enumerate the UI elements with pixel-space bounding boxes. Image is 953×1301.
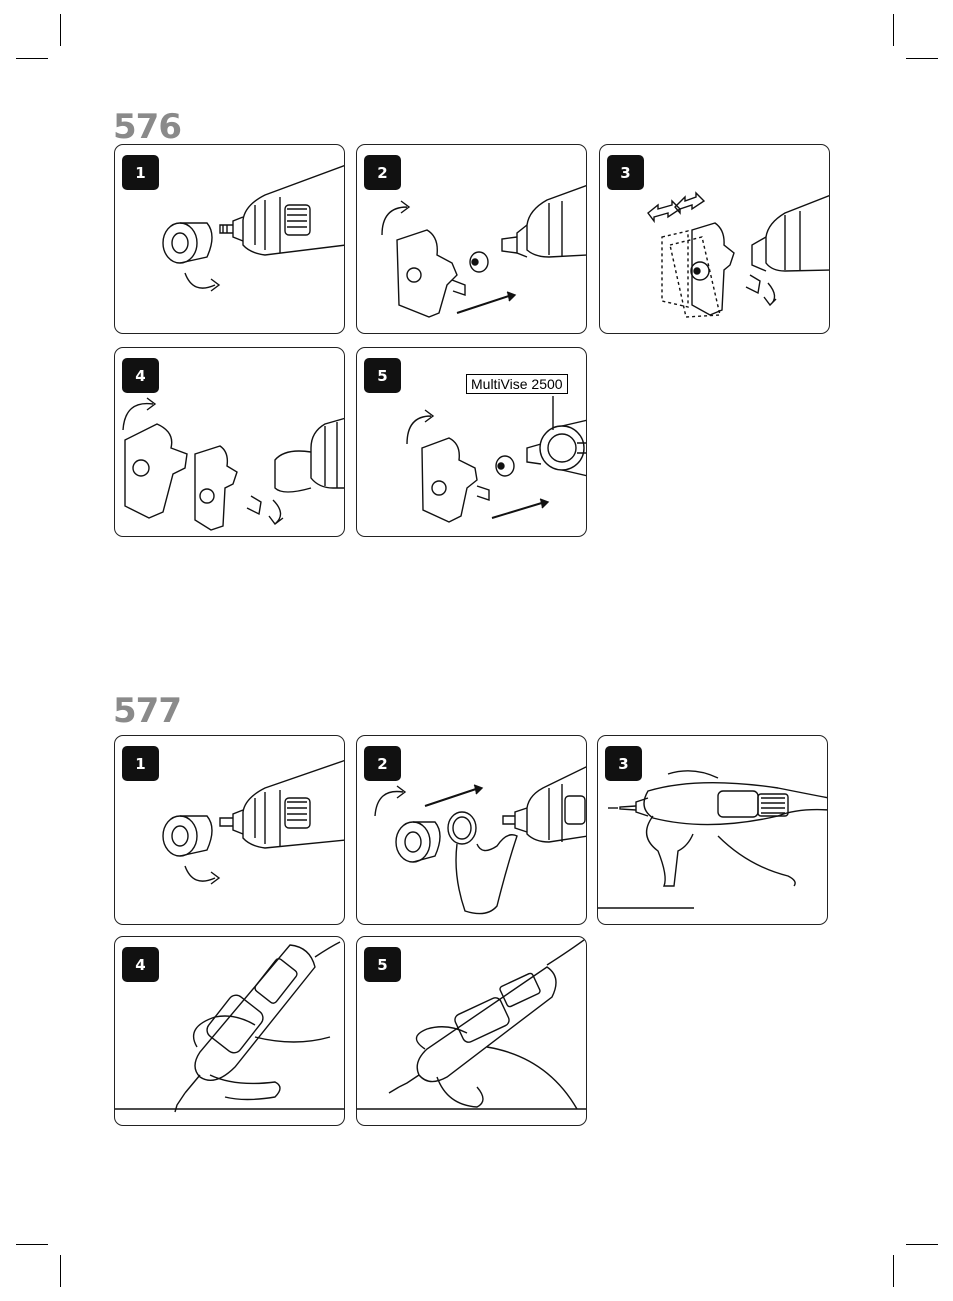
crop-mark — [60, 14, 61, 46]
step-badge: 4 — [122, 358, 159, 393]
step-panel-577-1: 1 — [114, 735, 345, 925]
crop-mark — [16, 1244, 48, 1245]
step-badge: 2 — [364, 746, 401, 781]
product-label: MultiVise 2500 — [466, 374, 568, 394]
step-badge: 2 — [364, 155, 401, 190]
step-badge: 5 — [364, 358, 401, 393]
crop-mark — [16, 58, 48, 59]
step-panel-577-2: 2 — [356, 735, 587, 925]
step-panel-576-1: 1 — [114, 144, 345, 334]
crop-mark — [60, 1255, 61, 1287]
section-title-577: 577 — [113, 694, 181, 728]
step-panel-577-4: 4 — [114, 936, 345, 1126]
step-panel-576-4: 4 — [114, 347, 345, 537]
step-panel-577-5: 5 — [356, 936, 587, 1126]
step-badge: 3 — [605, 746, 642, 781]
step-panel-576-5: 5 MultiVise 2500 — [356, 347, 587, 537]
crop-mark — [906, 1244, 938, 1245]
step-badge: 3 — [607, 155, 644, 190]
step-badge: 1 — [122, 155, 159, 190]
crop-mark — [906, 58, 938, 59]
step-badge: 1 — [122, 746, 159, 781]
step-badge: 5 — [364, 947, 401, 982]
step-panel-577-3: 3 — [597, 735, 828, 925]
crop-mark — [893, 1255, 894, 1287]
step-badge: 4 — [122, 947, 159, 982]
step-panel-576-3: 3 — [599, 144, 830, 334]
section-title-576: 576 — [113, 110, 181, 144]
step-panel-576-2: 2 — [356, 144, 587, 334]
crop-mark — [893, 14, 894, 46]
